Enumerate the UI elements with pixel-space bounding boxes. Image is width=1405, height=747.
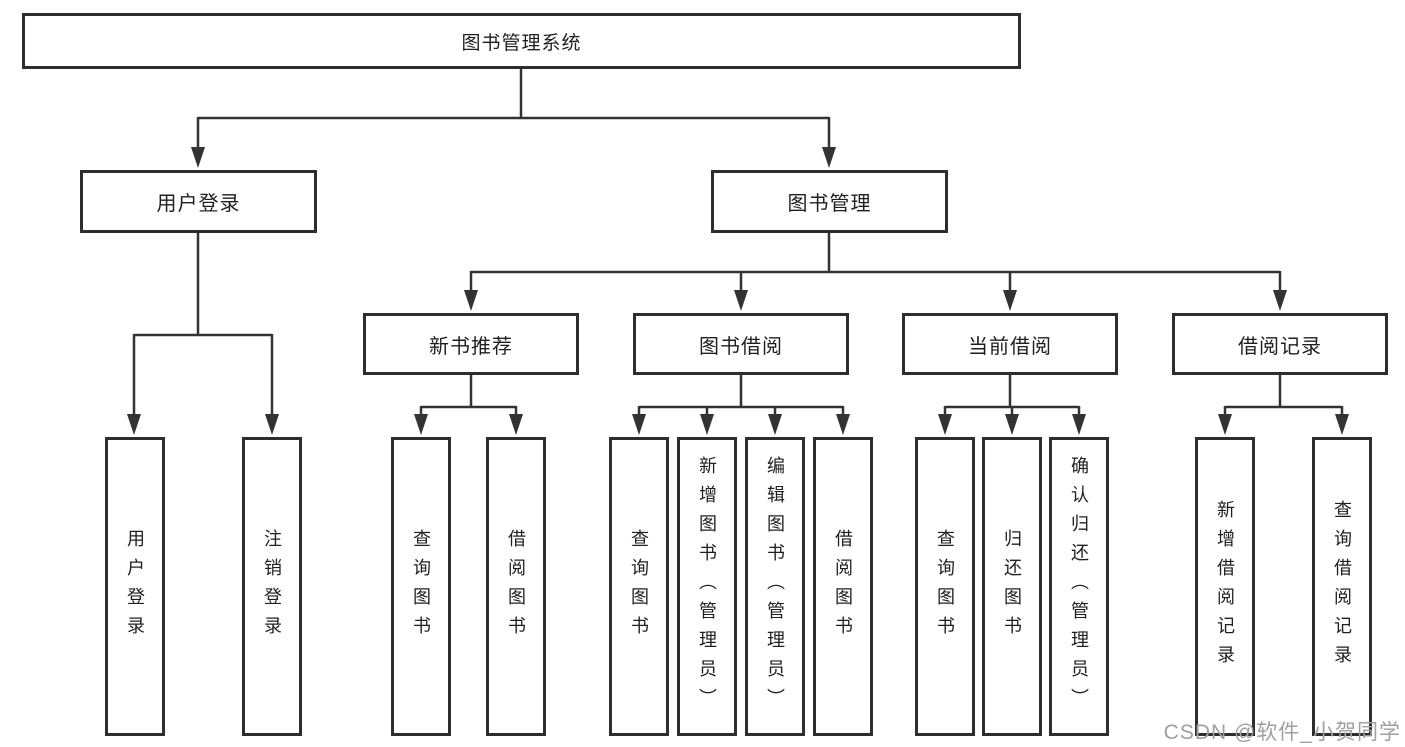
node-leaf-borrow-books: 借阅图书 [813, 437, 873, 736]
node-label: 新增借阅记录 [1215, 499, 1235, 674]
node-leaf-add-borrow-record: 新增借阅记录 [1195, 437, 1255, 736]
arrowhead [1072, 414, 1086, 435]
arrowhead [265, 414, 279, 435]
node-label: 用户登录 [125, 528, 145, 645]
node-book-borrow: 图书借阅 [633, 313, 849, 375]
node-label: 编辑图书（管理员） [765, 456, 785, 717]
arrowhead [1335, 414, 1349, 435]
connector-user-login-children [127, 233, 279, 435]
node-leaf-add-books-admin: 新增图书（管理员） [677, 437, 737, 736]
node-label: 借阅图书 [506, 528, 526, 645]
csdn-watermark: CSDN @软件_小贺同学 [1163, 721, 1401, 744]
node-current-borrow: 当前借阅 [902, 313, 1118, 375]
arrowhead [127, 414, 141, 435]
arrowhead [1005, 414, 1019, 435]
node-new-book-recommend: 新书推荐 [363, 313, 579, 375]
node-leaf-logout: 注销登录 [242, 437, 302, 736]
arrowhead [191, 147, 205, 168]
node-label: 借阅图书 [833, 528, 853, 645]
node-label: 图书管理系统 [461, 32, 582, 54]
connector-borrow-records-children [1218, 375, 1349, 435]
arrowhead [734, 290, 748, 311]
node-root: 图书管理系统 [22, 13, 1021, 69]
node-book-management: 图书管理 [711, 170, 948, 233]
node-label: 图书借阅 [699, 335, 783, 358]
node-label: 图书管理 [787, 193, 872, 215]
connector-book-borrow-children [632, 375, 850, 435]
node-user-login: 用户登录 [80, 170, 317, 233]
node-label: 新增图书（管理员） [697, 456, 717, 717]
arrowhead [938, 414, 952, 435]
node-label: 用户登录 [156, 193, 241, 215]
node-borrow-records: 借阅记录 [1172, 313, 1388, 375]
node-leaf-query-borrow-record: 查询借阅记录 [1312, 437, 1372, 736]
node-label: 当前借阅 [968, 335, 1052, 358]
node-leaf-query-books-borrow: 查询图书 [609, 437, 669, 736]
node-label: 注销登录 [262, 528, 282, 645]
node-leaf-query-books-recommend: 查询图书 [391, 437, 451, 736]
node-label: 确认归还（管理员） [1069, 456, 1089, 717]
arrowhead [632, 414, 646, 435]
node-leaf-user-login: 用户登录 [105, 437, 165, 736]
node-label: 查询借阅记录 [1332, 499, 1352, 674]
node-leaf-query-books-current: 查询图书 [915, 437, 975, 736]
arrowhead [768, 414, 782, 435]
node-label: 查询图书 [629, 528, 649, 645]
connector-book-management-children [464, 233, 1287, 311]
node-leaf-borrow-books-recommend: 借阅图书 [486, 437, 546, 736]
arrowhead [414, 414, 428, 435]
arrowhead [822, 147, 836, 168]
node-label: 借阅记录 [1238, 335, 1322, 358]
arrowhead [464, 290, 478, 311]
connector-root-to-level2 [191, 69, 836, 168]
arrowhead [509, 414, 523, 435]
node-leaf-return-books: 归还图书 [982, 437, 1042, 736]
arrowhead [700, 414, 714, 435]
connector-new-book-recommend-children [414, 375, 523, 435]
arrowhead [836, 414, 850, 435]
arrowhead [1003, 290, 1017, 311]
node-label: 查询图书 [935, 528, 955, 645]
node-label: 新书推荐 [429, 335, 513, 358]
node-leaf-confirm-return-admin: 确认归还（管理员） [1049, 437, 1109, 736]
arrowhead [1218, 414, 1232, 435]
connector-current-borrow-children [938, 375, 1086, 435]
node-label: 查询图书 [411, 528, 431, 645]
node-label: 归还图书 [1002, 528, 1022, 645]
node-leaf-edit-books-admin: 编辑图书（管理员） [745, 437, 805, 736]
arrowhead [1273, 290, 1287, 311]
